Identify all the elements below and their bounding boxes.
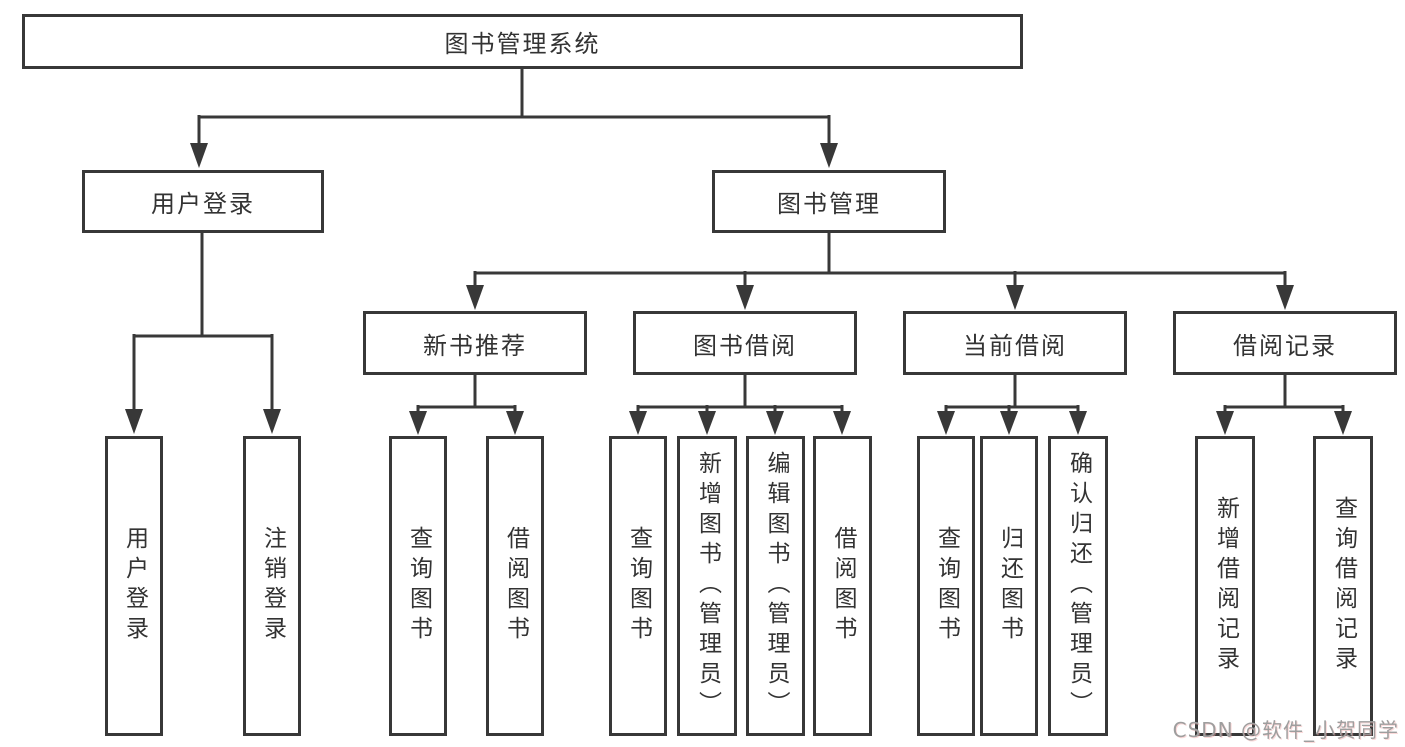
leaf-label: 新增借阅记录 [1212,496,1239,676]
node-new-book-recommend: 新书推荐 [363,311,587,375]
node-user-login: 用户登录 [82,170,324,233]
leaf-edit-books-admin: 编辑图书（管理员） [746,436,805,736]
leaf-label: 借阅图书 [502,526,529,646]
leaf-label: 查询图书 [933,526,960,646]
leaf-query-borrow-record: 查询借阅记录 [1313,436,1373,736]
node-borrowing-records: 借阅记录 [1173,311,1397,375]
leaf-label: 查询借阅记录 [1330,496,1357,676]
leaf-label: 借阅图书 [830,526,856,646]
leaf-label: 查询图书 [405,526,432,646]
leaf-user-login: 用户登录 [105,436,163,736]
leaf-label: 注销登录 [259,526,286,646]
leaf-confirm-return-admin: 确认归还（管理员） [1048,436,1108,736]
node-library-management-system: 图书管理系统 [22,14,1023,69]
leaf-label: 归还图书 [996,526,1023,646]
leaf-label: 确认归还（管理员） [1065,451,1092,721]
leaf-label: 新增图书（管理员） [694,451,721,721]
leaf-logout: 注销登录 [243,436,301,736]
node-book-management: 图书管理 [712,170,946,233]
leaf-add-books-admin: 新增图书（管理员） [677,436,737,736]
leaf-add-borrow-record: 新增借阅记录 [1195,436,1255,736]
csdn-watermark: CSDN @软件_小贺同学 [1172,718,1399,742]
leaf-return-books: 归还图书 [980,436,1038,736]
leaf-query-books: 查询图书 [609,436,667,736]
leaf-label: 用户登录 [121,526,148,646]
node-book-borrowing: 图书借阅 [633,311,857,375]
leaf-query-books: 查询图书 [917,436,975,736]
leaf-label: 编辑图书（管理员） [763,451,789,721]
node-current-borrowing: 当前借阅 [903,311,1127,375]
leaf-label: 查询图书 [625,526,652,646]
leaf-query-books: 查询图书 [389,436,447,736]
leaf-borrow-books: 借阅图书 [813,436,872,736]
leaf-borrow-books: 借阅图书 [486,436,544,736]
